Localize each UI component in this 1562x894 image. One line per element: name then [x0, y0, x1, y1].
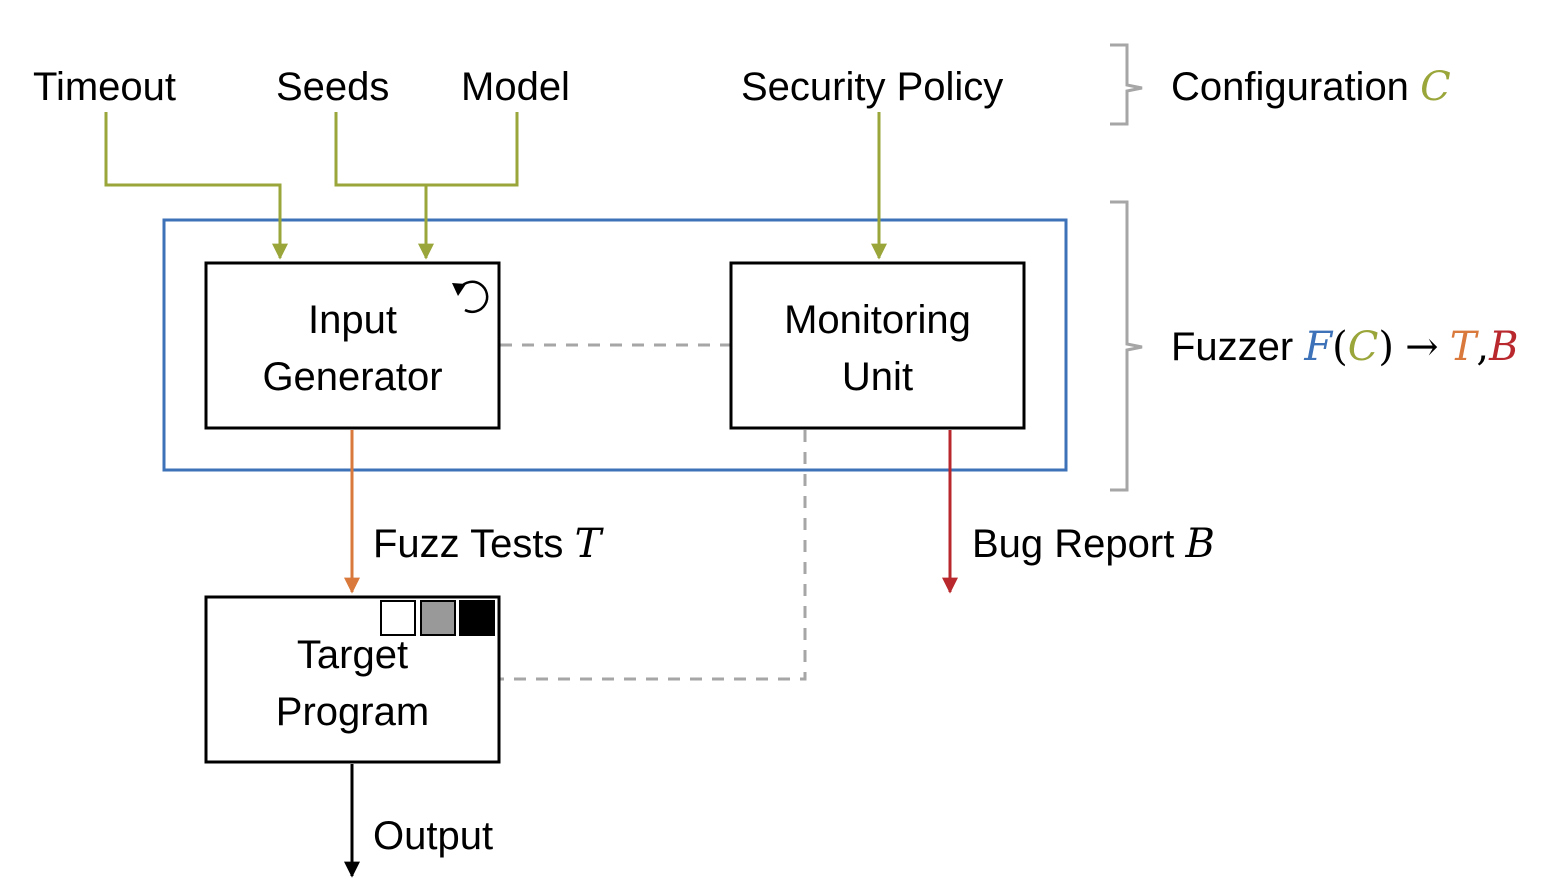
output-label: Output [373, 814, 494, 858]
monitor-target-dashed-link [500, 430, 807, 681]
fuzzer-b-symbol: B [1489, 324, 1519, 370]
input-generator-line1: Input [308, 298, 397, 342]
configuration-label: Configuration C [1171, 64, 1451, 110]
fuzzer-c-symbol: C [1347, 324, 1379, 370]
configuration-brace [1110, 43, 1143, 126]
fuzzer-text: Fuzzer [1171, 325, 1294, 369]
fuzz-tests-label: Fuzz Tests T [373, 521, 601, 567]
bug-report-symbol: B [1185, 521, 1215, 567]
bug-report-text: Bug Report [972, 522, 1175, 566]
fuzz-tests-symbol: T [574, 521, 602, 567]
fuzzer-frame [162, 218, 1068, 472]
monitoring-unit-box [729, 261, 1026, 430]
input-generator-label: Input Generator [206, 292, 499, 406]
fuzz-tests-text: Fuzz Tests [373, 522, 564, 566]
fuzzer-label: Fuzzer F(C) → T,B [1171, 324, 1519, 370]
target-program-label: Target Program [206, 627, 499, 741]
fuzzer-close-paren: ) [1378, 324, 1394, 370]
seeds-connector [334, 112, 426, 187]
fuzzer-comma: , [1476, 324, 1490, 370]
fuzzer-arrow: → [1405, 324, 1439, 370]
fuzzer-t-symbol: T [1449, 324, 1477, 370]
input-generator-box [204, 261, 501, 430]
input-generator-line2: Generator [262, 355, 443, 399]
monitoring-unit-label: Monitoring Unit [731, 292, 1024, 406]
monitoring-unit-line1: Monitoring [784, 298, 971, 342]
configuration-text: Configuration [1171, 65, 1409, 109]
configuration-symbol: C [1420, 64, 1451, 110]
monitoring-unit-line2: Unit [841, 355, 914, 399]
target-program-line1: Target [296, 633, 409, 677]
bug-report-label: Bug Report B [972, 521, 1215, 567]
black-box-icon [459, 600, 495, 636]
target-program-line2: Program [275, 690, 430, 734]
timeout-arrow [104, 112, 288, 260]
fuzzer-open-paren: ( [1332, 324, 1348, 370]
seeds-label: Seeds [276, 65, 390, 109]
model-connector [426, 112, 519, 187]
fuzzer-f-symbol: F [1304, 324, 1333, 370]
fuzzer-brace [1110, 200, 1143, 492]
timeout-label: Timeout [33, 65, 177, 109]
gray-box-icon [420, 600, 456, 636]
white-box-icon [380, 600, 416, 636]
security-policy-label: Security Policy [741, 65, 1004, 109]
model-label: Model [461, 65, 570, 109]
loop-icon [452, 280, 489, 314]
